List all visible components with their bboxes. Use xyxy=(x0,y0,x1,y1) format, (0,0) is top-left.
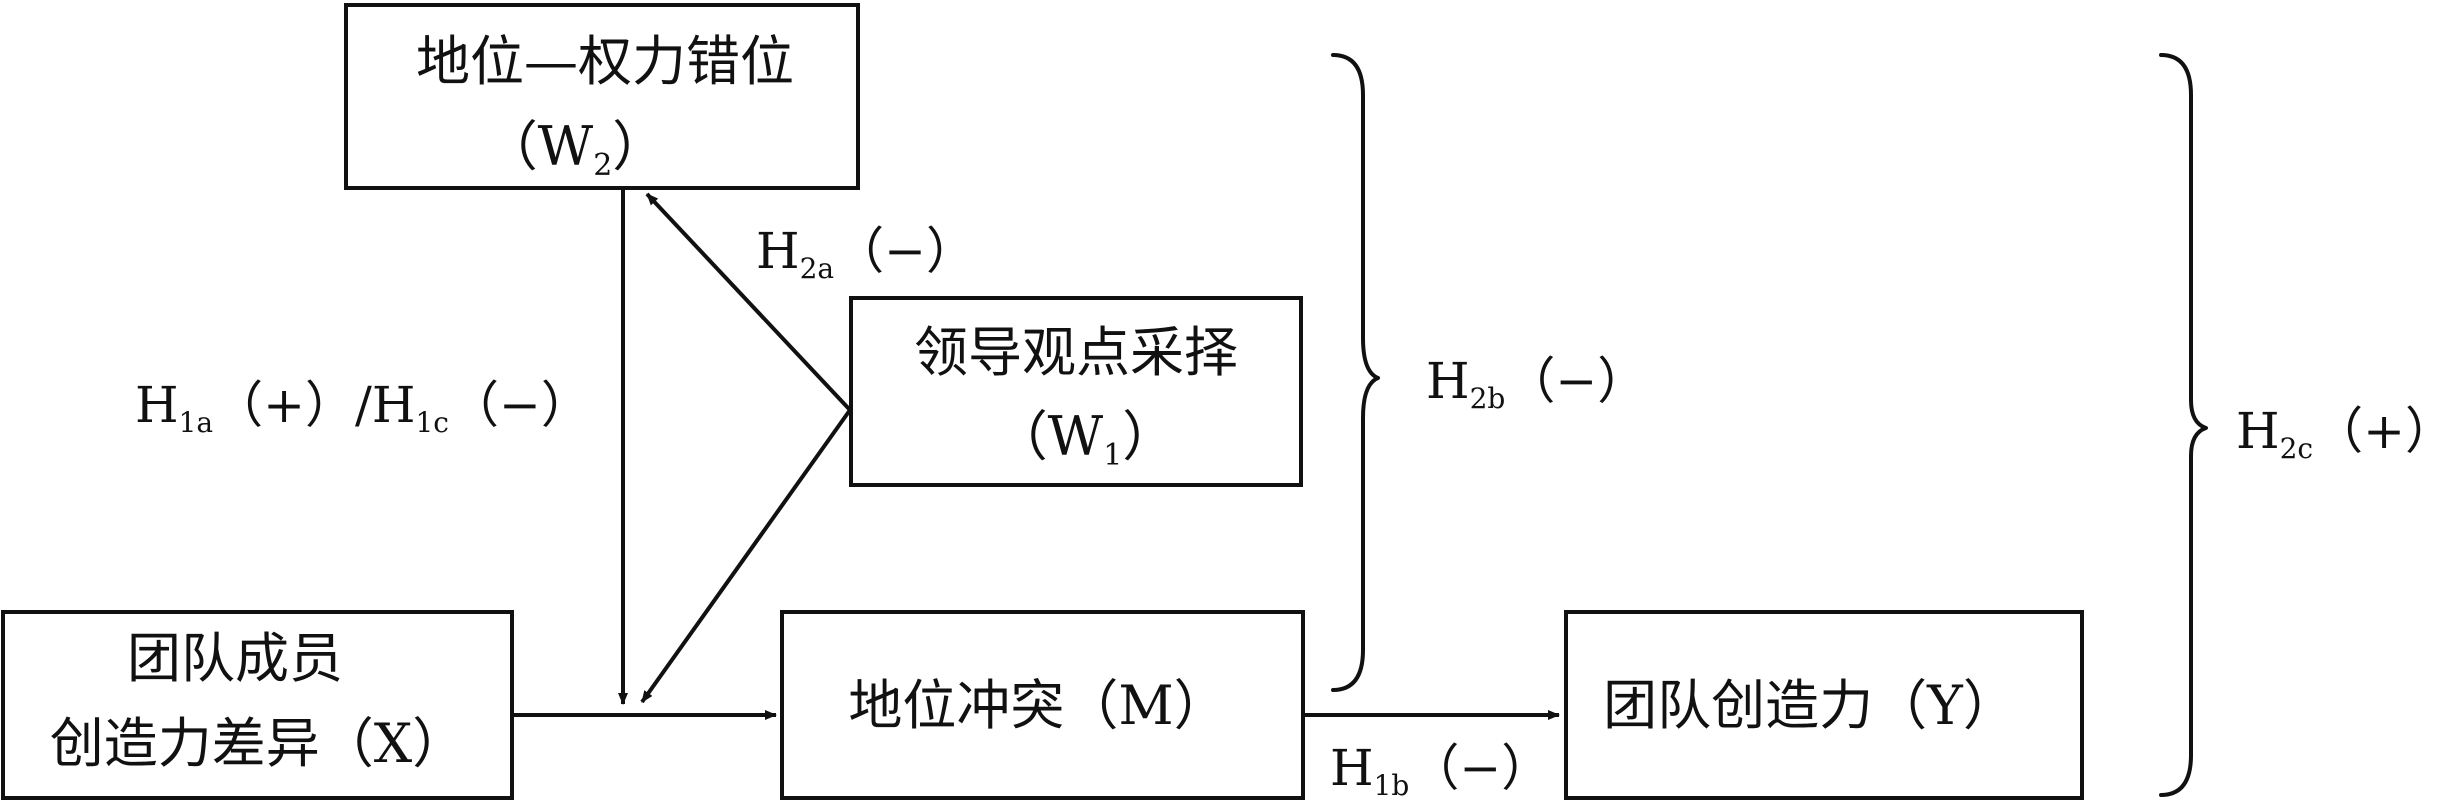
node-w2-box xyxy=(344,3,860,190)
node-w1: 领导观点采择 （W1） xyxy=(849,296,1303,487)
node-w1-box xyxy=(849,296,1303,487)
node-w2-symbol: （W2） xyxy=(484,115,667,183)
node-y-box xyxy=(1564,610,2084,800)
brace-h2c xyxy=(2159,53,2208,797)
label-h1b: H1b（−） xyxy=(1330,739,1551,801)
node-m-box xyxy=(780,610,1305,800)
label-h2a: H2a（−） xyxy=(756,222,976,285)
brace-h2b xyxy=(1331,53,1380,692)
label-h2c: H2c（+） xyxy=(2236,402,2443,465)
arrow-w1-to-w2 xyxy=(645,192,852,412)
node-y: 团队创造力（Y） xyxy=(1564,610,2084,800)
node-x-label-line2: 创造力差异（X） xyxy=(50,712,466,775)
node-m-label: 地位冲突（M） xyxy=(848,674,1227,737)
node-m: 地位冲突（M） xyxy=(780,610,1305,800)
node-w1-label: 领导观点采择 xyxy=(914,321,1238,384)
node-x-label-line1: 团队成员 xyxy=(127,627,343,690)
node-x: 团队成员 创造力差异（X） xyxy=(1,610,514,800)
label-h1a-h1c: H1a（+）/H1c（−） xyxy=(135,376,591,439)
node-w2-label: 地位—权力错位 xyxy=(416,30,794,93)
node-w2: 地位—权力错位 （W2） xyxy=(344,3,860,190)
arrow-w1-to-xm-path xyxy=(640,408,852,704)
label-h2b: H2b（−） xyxy=(1426,352,1647,415)
node-y-label: 团队创造力（Y） xyxy=(1603,674,2017,737)
node-x-box xyxy=(1,610,514,800)
node-w1-symbol: （W1） xyxy=(994,405,1177,473)
